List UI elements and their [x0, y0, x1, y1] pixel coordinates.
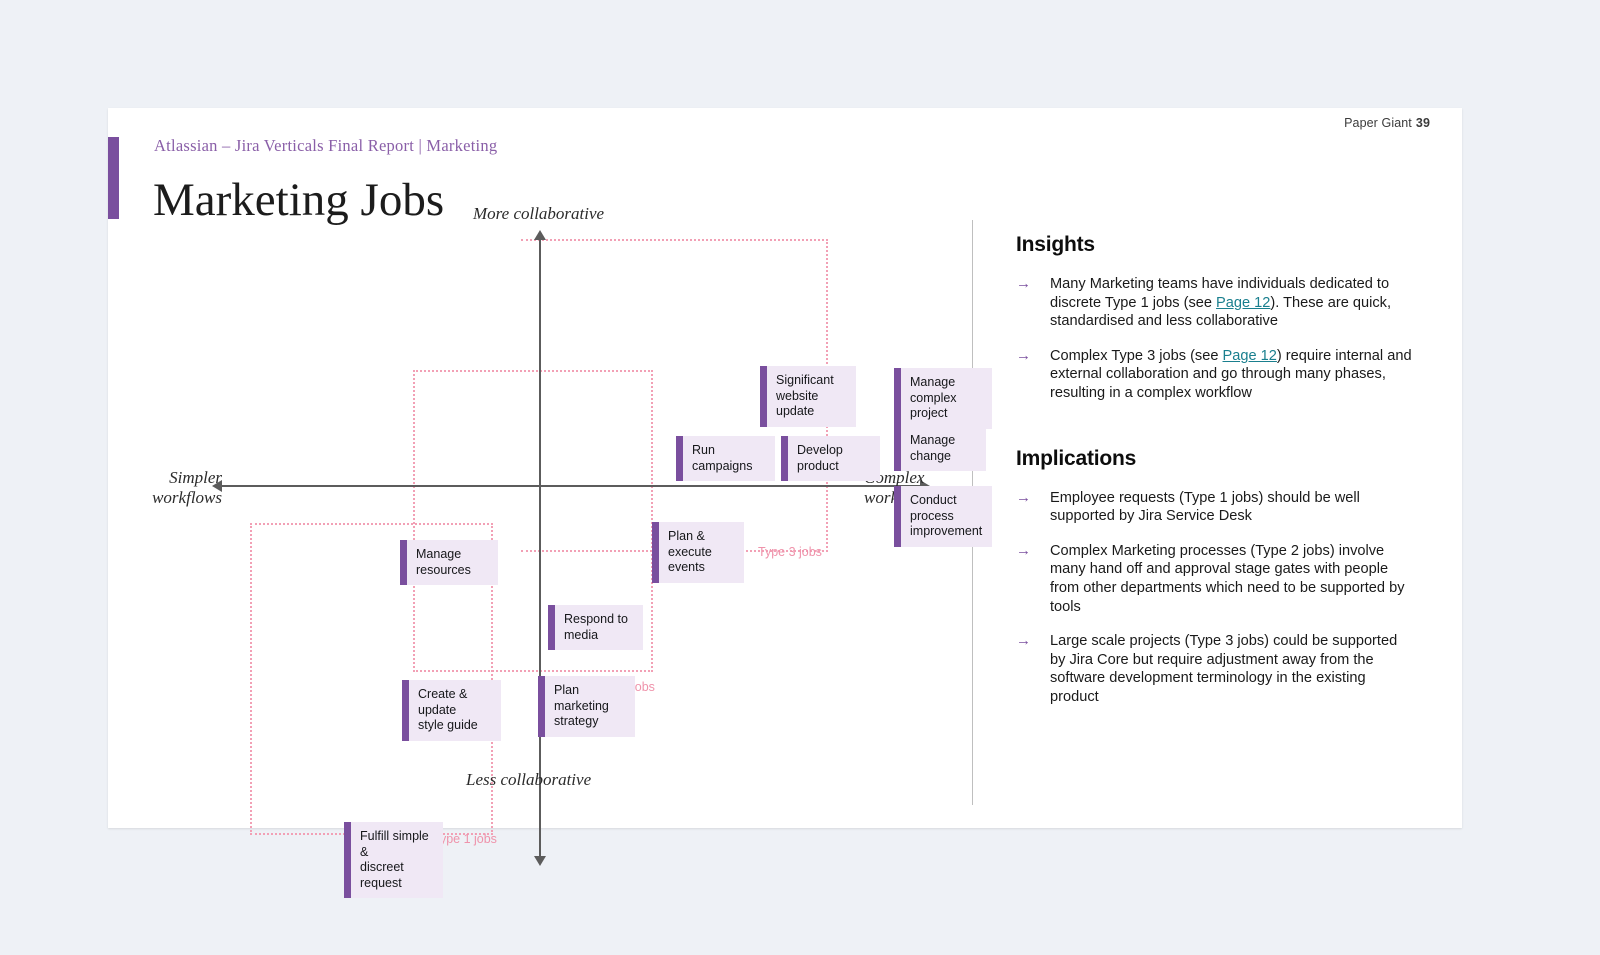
group-label-type3: Type 3 jobs: [758, 545, 822, 559]
x-axis-left-arrow-icon: [212, 480, 222, 492]
axis-label-less-collaborative: Less collaborative: [466, 770, 592, 789]
brand-name: Paper Giant: [1344, 116, 1412, 130]
job-box[interactable]: Conduct process improvement: [894, 486, 992, 547]
insight-text: Many Marketing teams have individuals de…: [1050, 276, 1391, 330]
axis-label-more-collaborative: More collaborative: [473, 204, 605, 223]
title-accent-bar: [108, 137, 119, 219]
job-box[interactable]: Plan marketing strategy: [538, 676, 635, 737]
y-axis-down-arrow-icon: [534, 856, 546, 866]
page-title: Marketing Jobs: [153, 174, 445, 226]
page-reference-link[interactable]: Page 12: [1222, 347, 1277, 364]
insights-heading: Insights: [1016, 233, 1095, 256]
arrow-right-icon: →: [1016, 346, 1031, 364]
page-number: 39: [1415, 116, 1430, 130]
arrow-right-icon: →: [1016, 632, 1031, 650]
jobs-matrix-chart: Type 3 jobs Type 2 jobs Type 1 jobs More…: [108, 108, 992, 898]
group-boundary-type2: [413, 370, 653, 672]
insights-list: → Many Marketing teams have individuals d…: [1016, 275, 1416, 403]
y-axis-line: [539, 238, 541, 863]
job-box[interactable]: Fulfill simple & discreet request: [344, 822, 443, 898]
insight-item: → Many Marketing teams have individuals d…: [1016, 275, 1416, 331]
implication-item: → Employee requests (Type 1 jobs) should …: [1016, 489, 1416, 526]
job-box[interactable]: Create & update style guide: [402, 680, 501, 741]
job-box[interactable]: Manage complex project: [894, 368, 992, 429]
job-box[interactable]: Plan & execute events: [652, 522, 744, 583]
job-box[interactable]: Run campaigns: [676, 436, 775, 481]
implication-item: → Complex Marketing processes (Type 2 job…: [1016, 542, 1416, 616]
implication-text: Complex Marketing processes (Type 2 jobs…: [1050, 542, 1405, 615]
implications-list: → Employee requests (Type 1 jobs) should …: [1016, 489, 1416, 707]
implication-text: Employee requests (Type 1 jobs) should b…: [1050, 489, 1360, 525]
arrow-right-icon: →: [1016, 275, 1031, 292]
axis-label-simpler-workflows: Simpler workflows: [152, 468, 222, 507]
job-box[interactable]: Manage change: [894, 426, 986, 471]
job-box[interactable]: Manage resources: [400, 540, 498, 585]
page-reference-link[interactable]: Page 12: [1216, 294, 1271, 311]
job-box[interactable]: Respond to media: [548, 605, 643, 650]
insight-text: Complex Type 3 jobs (see Page 12) requir…: [1050, 347, 1412, 401]
arrow-right-icon: →: [1016, 541, 1031, 559]
arrow-right-icon: →: [1016, 488, 1031, 506]
breadcrumb: Atlassian – Jira Verticals Final Report …: [154, 136, 498, 155]
implication-item: → Large scale projects (Type 3 jobs) coul…: [1016, 632, 1416, 706]
x-axis-line: [218, 485, 926, 487]
insight-item: → Complex Type 3 jobs (see Page 12) requi…: [1016, 347, 1416, 403]
implications-heading: Implications: [1016, 446, 1137, 470]
job-box[interactable]: Significant website update: [760, 366, 856, 427]
implication-text: Large scale projects (Type 3 jobs) could…: [1050, 633, 1398, 705]
y-axis-up-arrow-icon: [534, 230, 546, 240]
analysis-column: Insights → Many Marketing teams have indi…: [1016, 233, 1416, 723]
group-label-type1: Type 1 jobs: [433, 832, 497, 846]
job-box[interactable]: Develop product: [781, 436, 880, 481]
